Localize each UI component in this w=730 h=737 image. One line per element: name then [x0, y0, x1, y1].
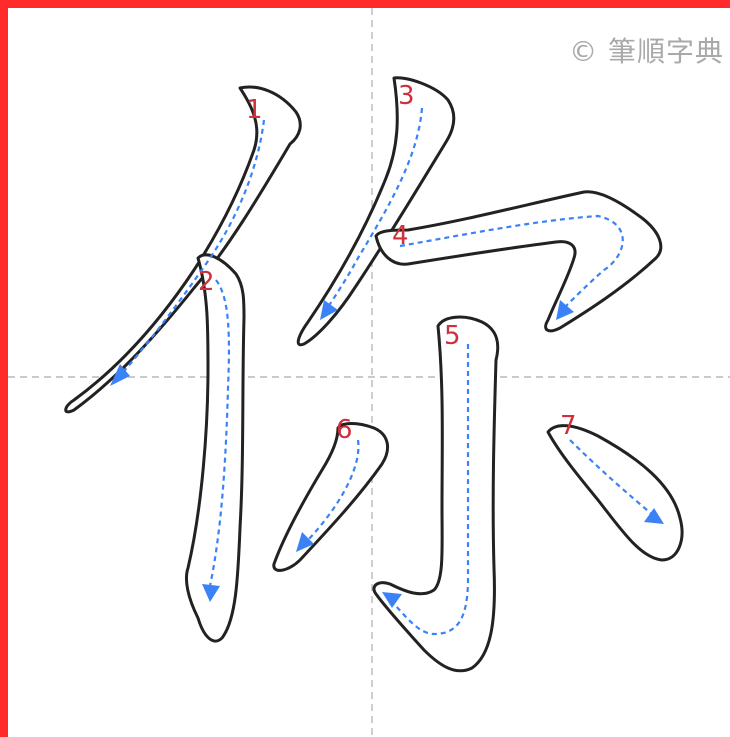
stroke-3-outline	[296, 76, 456, 347]
stroke-5-outline	[372, 315, 500, 673]
character-diagram: 1 2 3 4 5 6 7	[8, 8, 730, 737]
stroke-4-arrow	[556, 300, 574, 320]
stroke-7-arrow	[644, 508, 664, 524]
stroke-3-guide	[325, 107, 424, 311]
stroke-7-outline	[546, 424, 684, 562]
stroke-number-7: 7	[560, 411, 577, 441]
stroke-1-outline	[64, 85, 302, 414]
stroke-number-6: 6	[336, 415, 353, 445]
stroke-number-3: 3	[398, 81, 415, 111]
stroke-number-2: 2	[198, 267, 215, 297]
stroke-6-outline	[272, 422, 390, 572]
stroke-3-arrow	[320, 300, 338, 320]
stroke-number-4: 4	[392, 221, 409, 251]
stroke-6-guide	[307, 439, 360, 541]
stroke-order-canvas: 1 2 3 4 5 6 7 © 筆順字典	[8, 8, 730, 737]
stroke-4-outline	[374, 190, 663, 333]
stroke-number-5: 5	[444, 321, 461, 351]
stroke-5-arrow	[382, 592, 402, 608]
watermark: © 筆順字典	[569, 35, 724, 68]
stroke-number-1: 1	[246, 95, 263, 125]
stroke-1-arrow	[110, 364, 130, 386]
stroke-1-guide	[117, 119, 266, 379]
stroke-4-guide	[399, 214, 624, 309]
stroke-7-guide	[569, 439, 655, 517]
stroke-2-outline	[184, 253, 246, 643]
stroke-5-guide	[391, 343, 470, 636]
stroke-2-arrow	[202, 584, 220, 602]
stroke-6-arrow	[296, 532, 314, 552]
stroke-2-guide	[208, 279, 231, 587]
